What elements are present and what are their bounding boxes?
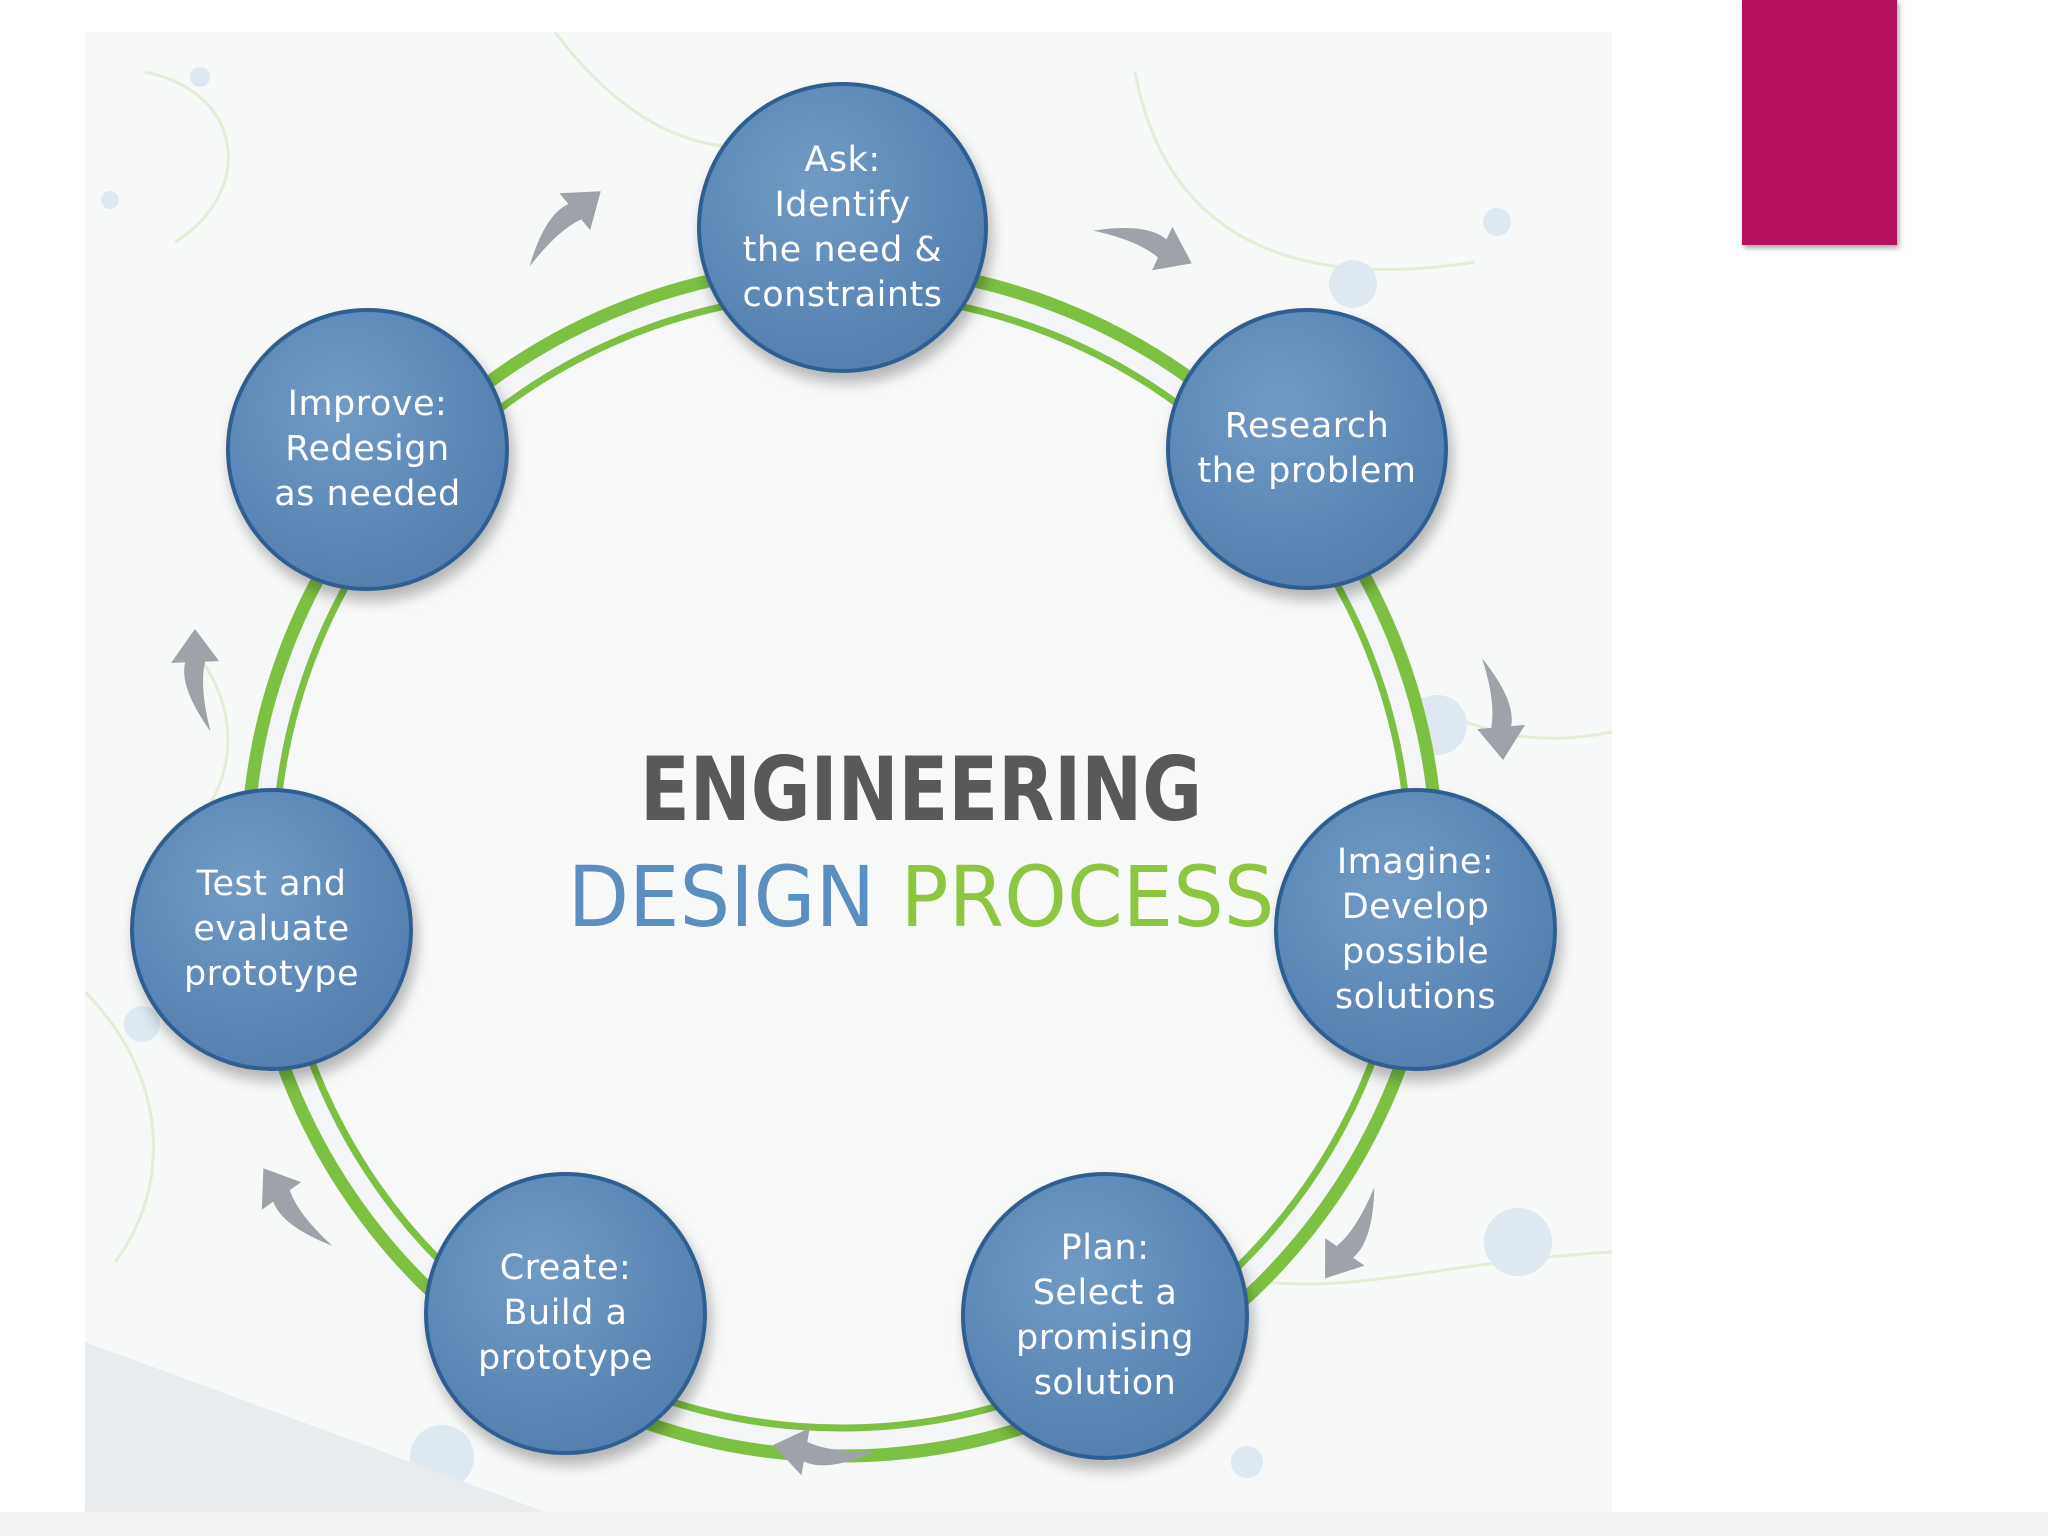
corner-swoosh (85, 1342, 545, 1512)
step-improve: Improve: Redesign as needed (226, 308, 509, 591)
accent-bar (1742, 0, 1897, 245)
curved-arrow-icon (261, 1168, 333, 1246)
step-imagine-label: Imagine: Develop possible solutions (1334, 841, 1497, 1017)
title-process: PROCESS (900, 848, 1275, 946)
curved-arrow-icon (1093, 226, 1192, 271)
process-cycle-graphic (85, 32, 1612, 1512)
title-engineering: ENGINEERING (640, 738, 1202, 841)
title-design-process: DESIGN PROCESS (127, 847, 1612, 947)
curved-arrow-icon (171, 628, 220, 732)
step-research-label: Research the problem (1197, 406, 1417, 491)
step-test-label: Test and evaluate prototype (183, 864, 360, 994)
title-design: DESIGN (567, 848, 876, 946)
step-test: Test and evaluate prototype (130, 788, 413, 1071)
curved-arrow-icon (529, 191, 601, 267)
curved-arrow-icon (1325, 1187, 1375, 1279)
diagram-panel: ENGINEERING DESIGN PROCESS Ask: Identify… (85, 32, 1612, 1512)
step-create-label: Create: Build a prototype (477, 1248, 654, 1378)
step-plan-label: Plan: Select a promising solution (1016, 1228, 1194, 1403)
step-ask: Ask: Identify the need & constraints (697, 82, 988, 373)
curved-arrow-icon (773, 1428, 877, 1476)
bottom-strip (0, 1512, 2048, 1536)
curved-arrow-icon (1477, 658, 1526, 760)
step-research: Research the problem (1166, 308, 1448, 590)
step-plan: Plan: Select a promising solution (961, 1172, 1249, 1460)
step-improve-label: Improve: Redesign as needed (274, 384, 461, 514)
step-ask-label: Ask: Identify the need & constraints (742, 139, 943, 315)
step-imagine: Imagine: Develop possible solutions (1274, 788, 1557, 1071)
step-create: Create: Build a prototype (424, 1172, 707, 1455)
